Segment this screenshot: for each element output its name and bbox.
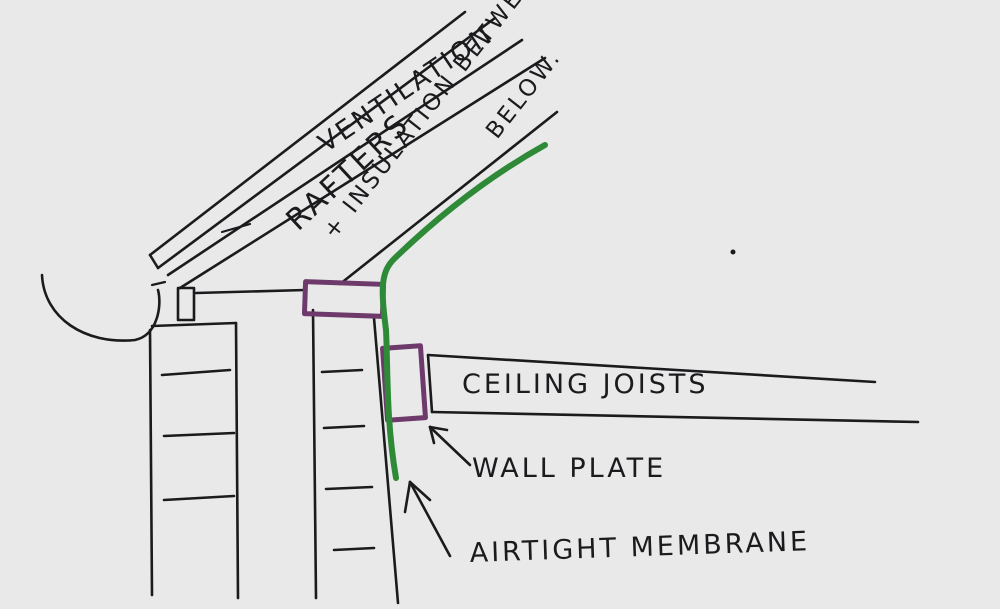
label-airtight-membrane: AIRTIGHT MEMBRANE xyxy=(469,526,810,569)
wall-plate-arrow xyxy=(428,425,472,467)
label-wall-plate: WALL PLATE xyxy=(472,453,666,484)
fascia-block xyxy=(176,286,196,322)
wall-plate-top xyxy=(301,279,387,319)
soffit-line xyxy=(194,288,307,295)
label-ceiling-joists: CEILING JOISTS xyxy=(462,369,709,400)
airtight-membrane xyxy=(379,142,548,481)
insulation-line xyxy=(338,110,559,286)
ceiling-joists xyxy=(426,353,920,424)
rafter xyxy=(166,38,547,290)
gutter xyxy=(40,273,161,342)
stray-dot xyxy=(730,249,736,255)
inner-wall xyxy=(311,308,400,605)
outer-wall xyxy=(148,321,240,600)
membrane-arrow xyxy=(403,480,452,558)
gutter-lip xyxy=(150,280,167,287)
ventilation-strip xyxy=(148,10,497,270)
